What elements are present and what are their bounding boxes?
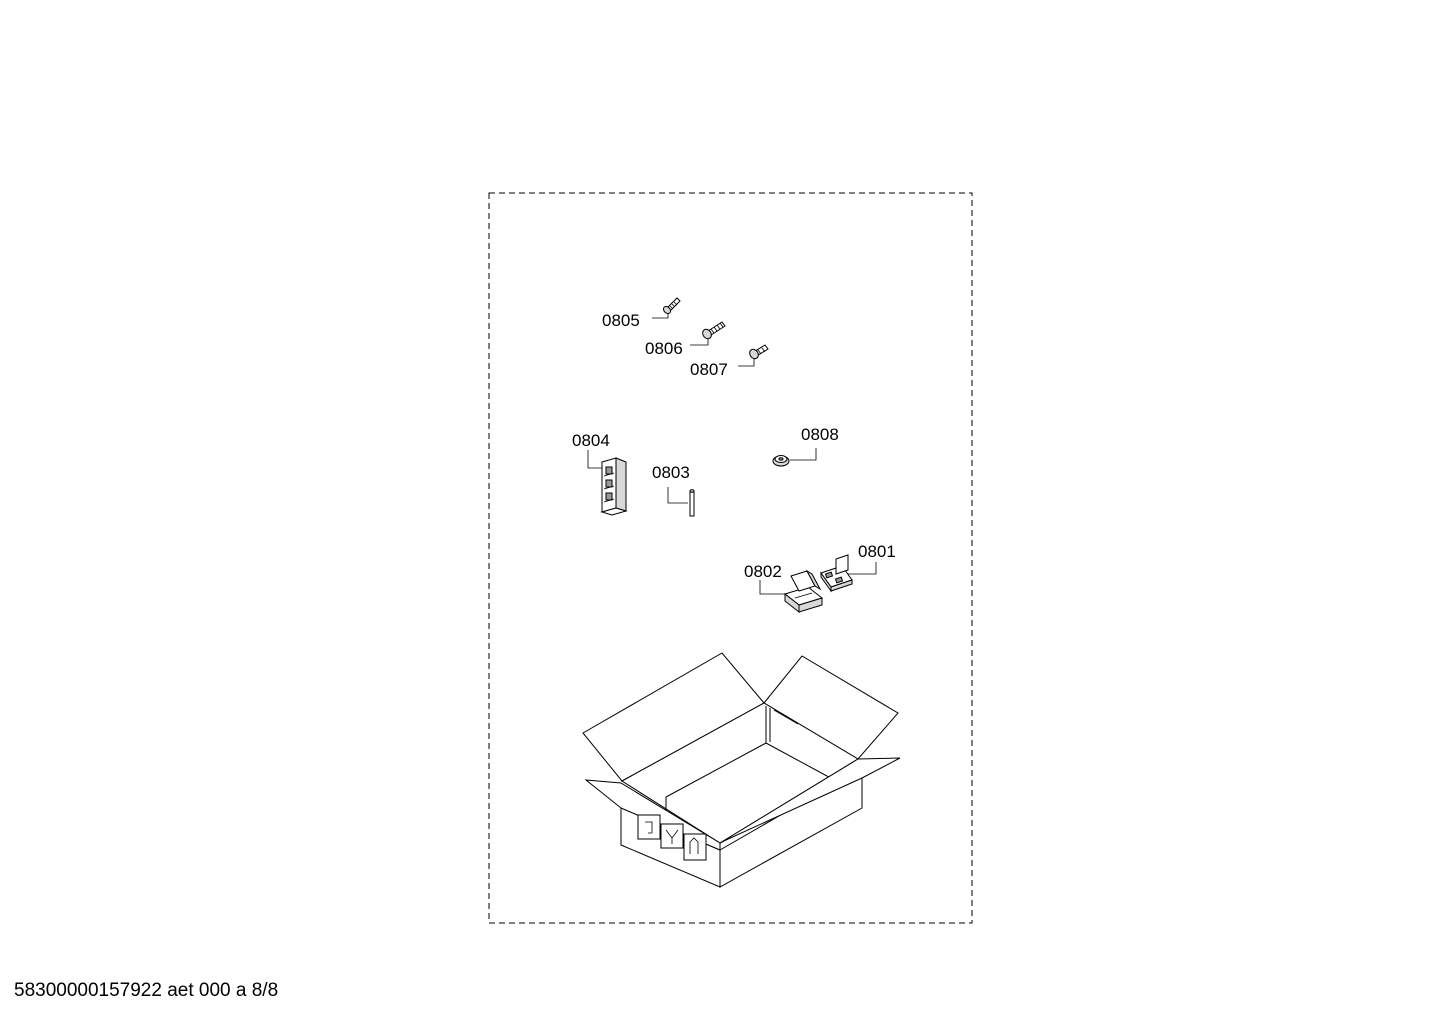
this-way-up-icon [683, 833, 707, 861]
part-label-0806: 0806 [645, 339, 683, 358]
part-label-0801: 0801 [858, 542, 896, 561]
part-0803-pin[interactable] [667, 487, 695, 517]
glass-icon [660, 823, 684, 849]
part-0808-nut[interactable] [772, 448, 817, 467]
packaging-box-illustration [582, 652, 901, 888]
part-0801-hinge-bracket[interactable] [820, 554, 877, 593]
part-label-0804: 0804 [572, 431, 610, 450]
part-label-0802: 0802 [744, 562, 782, 581]
part-0802-hinge-block[interactable] [759, 569, 824, 614]
part-label-0805: 0805 [602, 311, 640, 330]
document-footer-id: 58300000157922 aet 000 a 8/8 [14, 980, 279, 1001]
part-label-0807: 0807 [690, 360, 728, 379]
part-0806-screw[interactable] [690, 321, 726, 346]
part-0805-screw[interactable] [652, 297, 681, 319]
part-0807-screw[interactable] [738, 344, 769, 367]
part-0804-hinge-strip[interactable] [587, 450, 628, 516]
assembly-frame [488, 192, 973, 924]
part-label-0803: 0803 [652, 463, 690, 482]
part-label-0808: 0808 [801, 425, 839, 444]
umbrella-icon [637, 814, 661, 840]
